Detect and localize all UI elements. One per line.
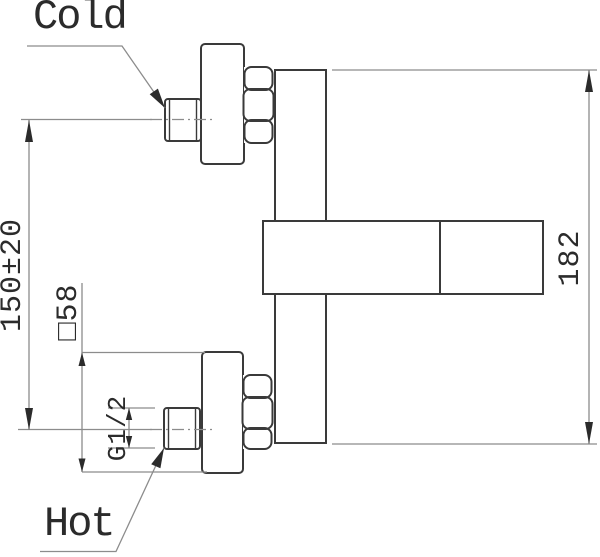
- hot-leader-line: [40, 447, 165, 553]
- arrowhead-icon: [125, 408, 133, 420]
- arrowhead-icon: [78, 458, 86, 472]
- thread-dimension-text: G1/2: [103, 394, 133, 462]
- centerlines: [150, 118, 212, 431]
- hot-hex-nut-bottom-facet: [242, 427, 273, 450]
- cold-leader-arrowhead-icon: [149, 88, 165, 108]
- hot-leader-arrowhead-icon: [151, 448, 164, 469]
- arrowhead-icon: [25, 120, 33, 142]
- arrowhead-icon: [585, 422, 593, 444]
- cold-escutcheon-flange: [200, 43, 245, 165]
- faucet-parts: [163, 43, 544, 474]
- spout-body: [262, 220, 544, 295]
- dimension-lines: [18, 69, 597, 473]
- cold-hex-nut-bottom-facet: [243, 119, 274, 144]
- cold-leader-line: [27, 45, 166, 109]
- height-dimension-text: 182: [554, 229, 588, 287]
- hot-hex-nut-backing: [243, 375, 272, 449]
- arrowhead-icon: [25, 408, 33, 430]
- hot-escutcheon-flange: [201, 351, 244, 474]
- cold-inlet-label: Cold: [33, 0, 128, 41]
- arrowhead-icon: [125, 436, 133, 448]
- leader-lines: [27, 45, 166, 553]
- hot-inlet-label: Hot: [44, 500, 116, 548]
- center-distance-dimension-text: 150±20: [0, 217, 30, 333]
- cold-hex-nut-backing: [244, 67, 273, 143]
- hot-inlet-connector: [163, 407, 201, 450]
- arrowhead-icon: [78, 352, 86, 366]
- plate-size-dimension-text: □58: [52, 283, 86, 341]
- arrowhead-icon: [585, 70, 593, 92]
